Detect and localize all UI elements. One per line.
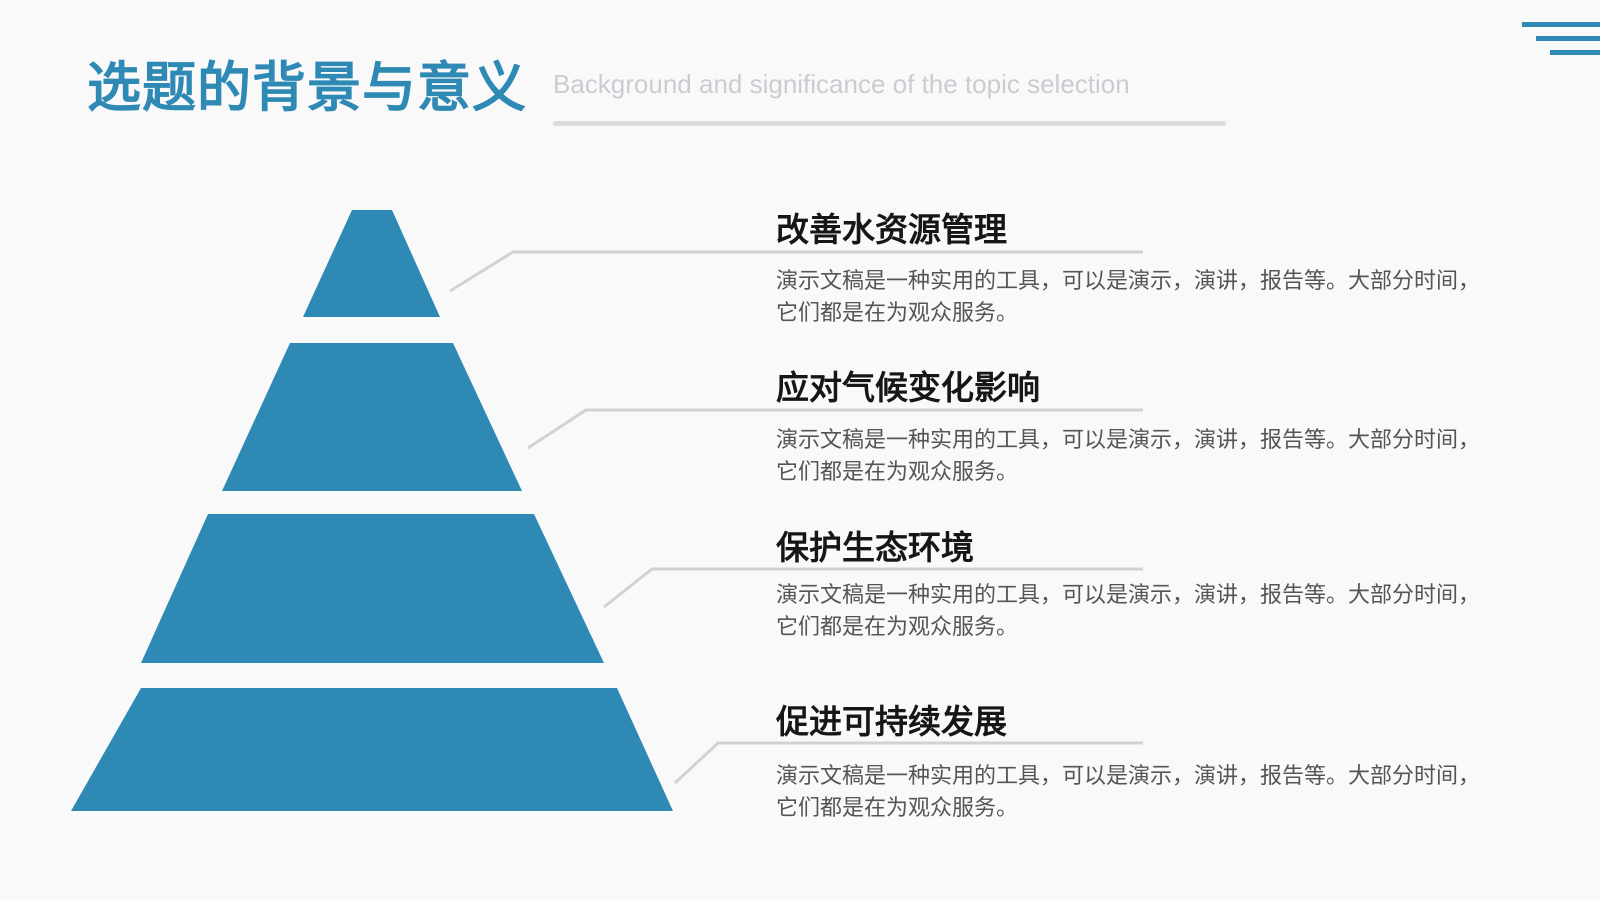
item-desc-1: 演示文稿是一种实用的工具，可以是演示，演讲，报告等。大部分时间，它们都是在为观众… bbox=[776, 269, 1481, 326]
item-title-3: 保护生态环境 bbox=[776, 528, 974, 567]
item-title-2: 应对气候变化影响 bbox=[776, 368, 1040, 407]
connector-line-3 bbox=[603, 567, 1143, 609]
pyramid-tier-4 bbox=[71, 688, 673, 811]
pyramid-tier-2 bbox=[222, 343, 522, 491]
connector-line-2 bbox=[527, 408, 1143, 450]
pyramid-tier-1 bbox=[303, 210, 440, 317]
title-underline bbox=[553, 121, 1226, 126]
page-title: 选题的背景与意义 bbox=[87, 55, 527, 119]
item-desc-4: 演示文稿是一种实用的工具，可以是演示，演讲，报告等。大部分时间，它们都是在为观众… bbox=[776, 764, 1481, 821]
decorative-line-bottom bbox=[1550, 50, 1600, 55]
item-title-4: 促进可持续发展 bbox=[776, 702, 1007, 741]
decorative-line-middle bbox=[1536, 36, 1600, 41]
decorative-line-top bbox=[1522, 22, 1600, 27]
item-desc-3: 演示文稿是一种实用的工具，可以是演示，演讲，报告等。大部分时间，它们都是在为观众… bbox=[776, 583, 1481, 640]
connector-line-4 bbox=[673, 741, 1143, 785]
item-desc-2: 演示文稿是一种实用的工具，可以是演示，演讲，报告等。大部分时间，它们都是在为观众… bbox=[776, 428, 1481, 485]
pyramid-tier-3 bbox=[141, 514, 604, 663]
item-title-1: 改善水资源管理 bbox=[776, 210, 1007, 249]
page-subtitle: Background and significance of the topic… bbox=[553, 69, 1130, 99]
connector-line-1 bbox=[449, 250, 1143, 293]
